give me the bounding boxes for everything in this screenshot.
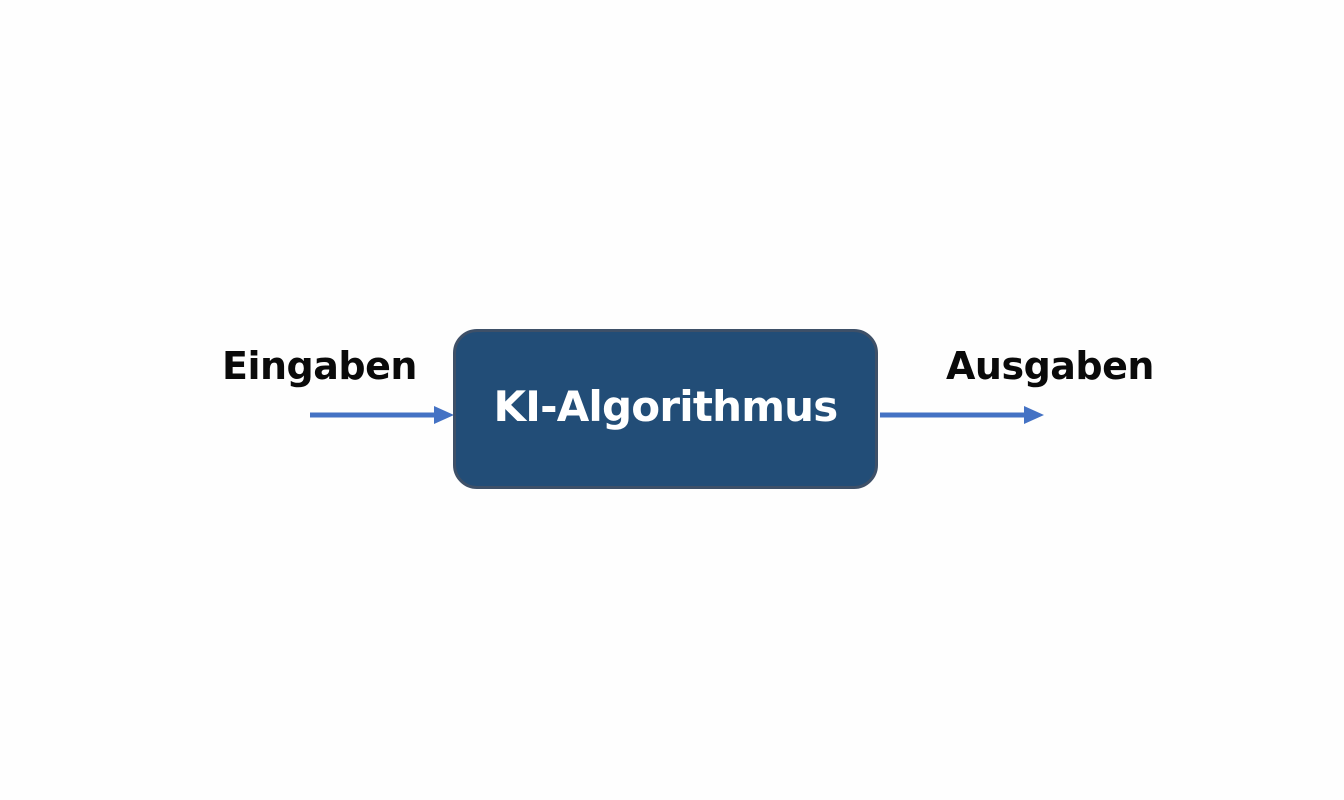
algorithm-box: KI-Algorithmus [453,329,878,489]
input-label: Eingaben [222,344,417,388]
output-label: Ausgaben [946,344,1154,388]
algorithm-label: KI-Algorithmus [493,381,839,431]
output-arrow-icon [880,406,1044,424]
input-arrow-icon [310,406,454,424]
